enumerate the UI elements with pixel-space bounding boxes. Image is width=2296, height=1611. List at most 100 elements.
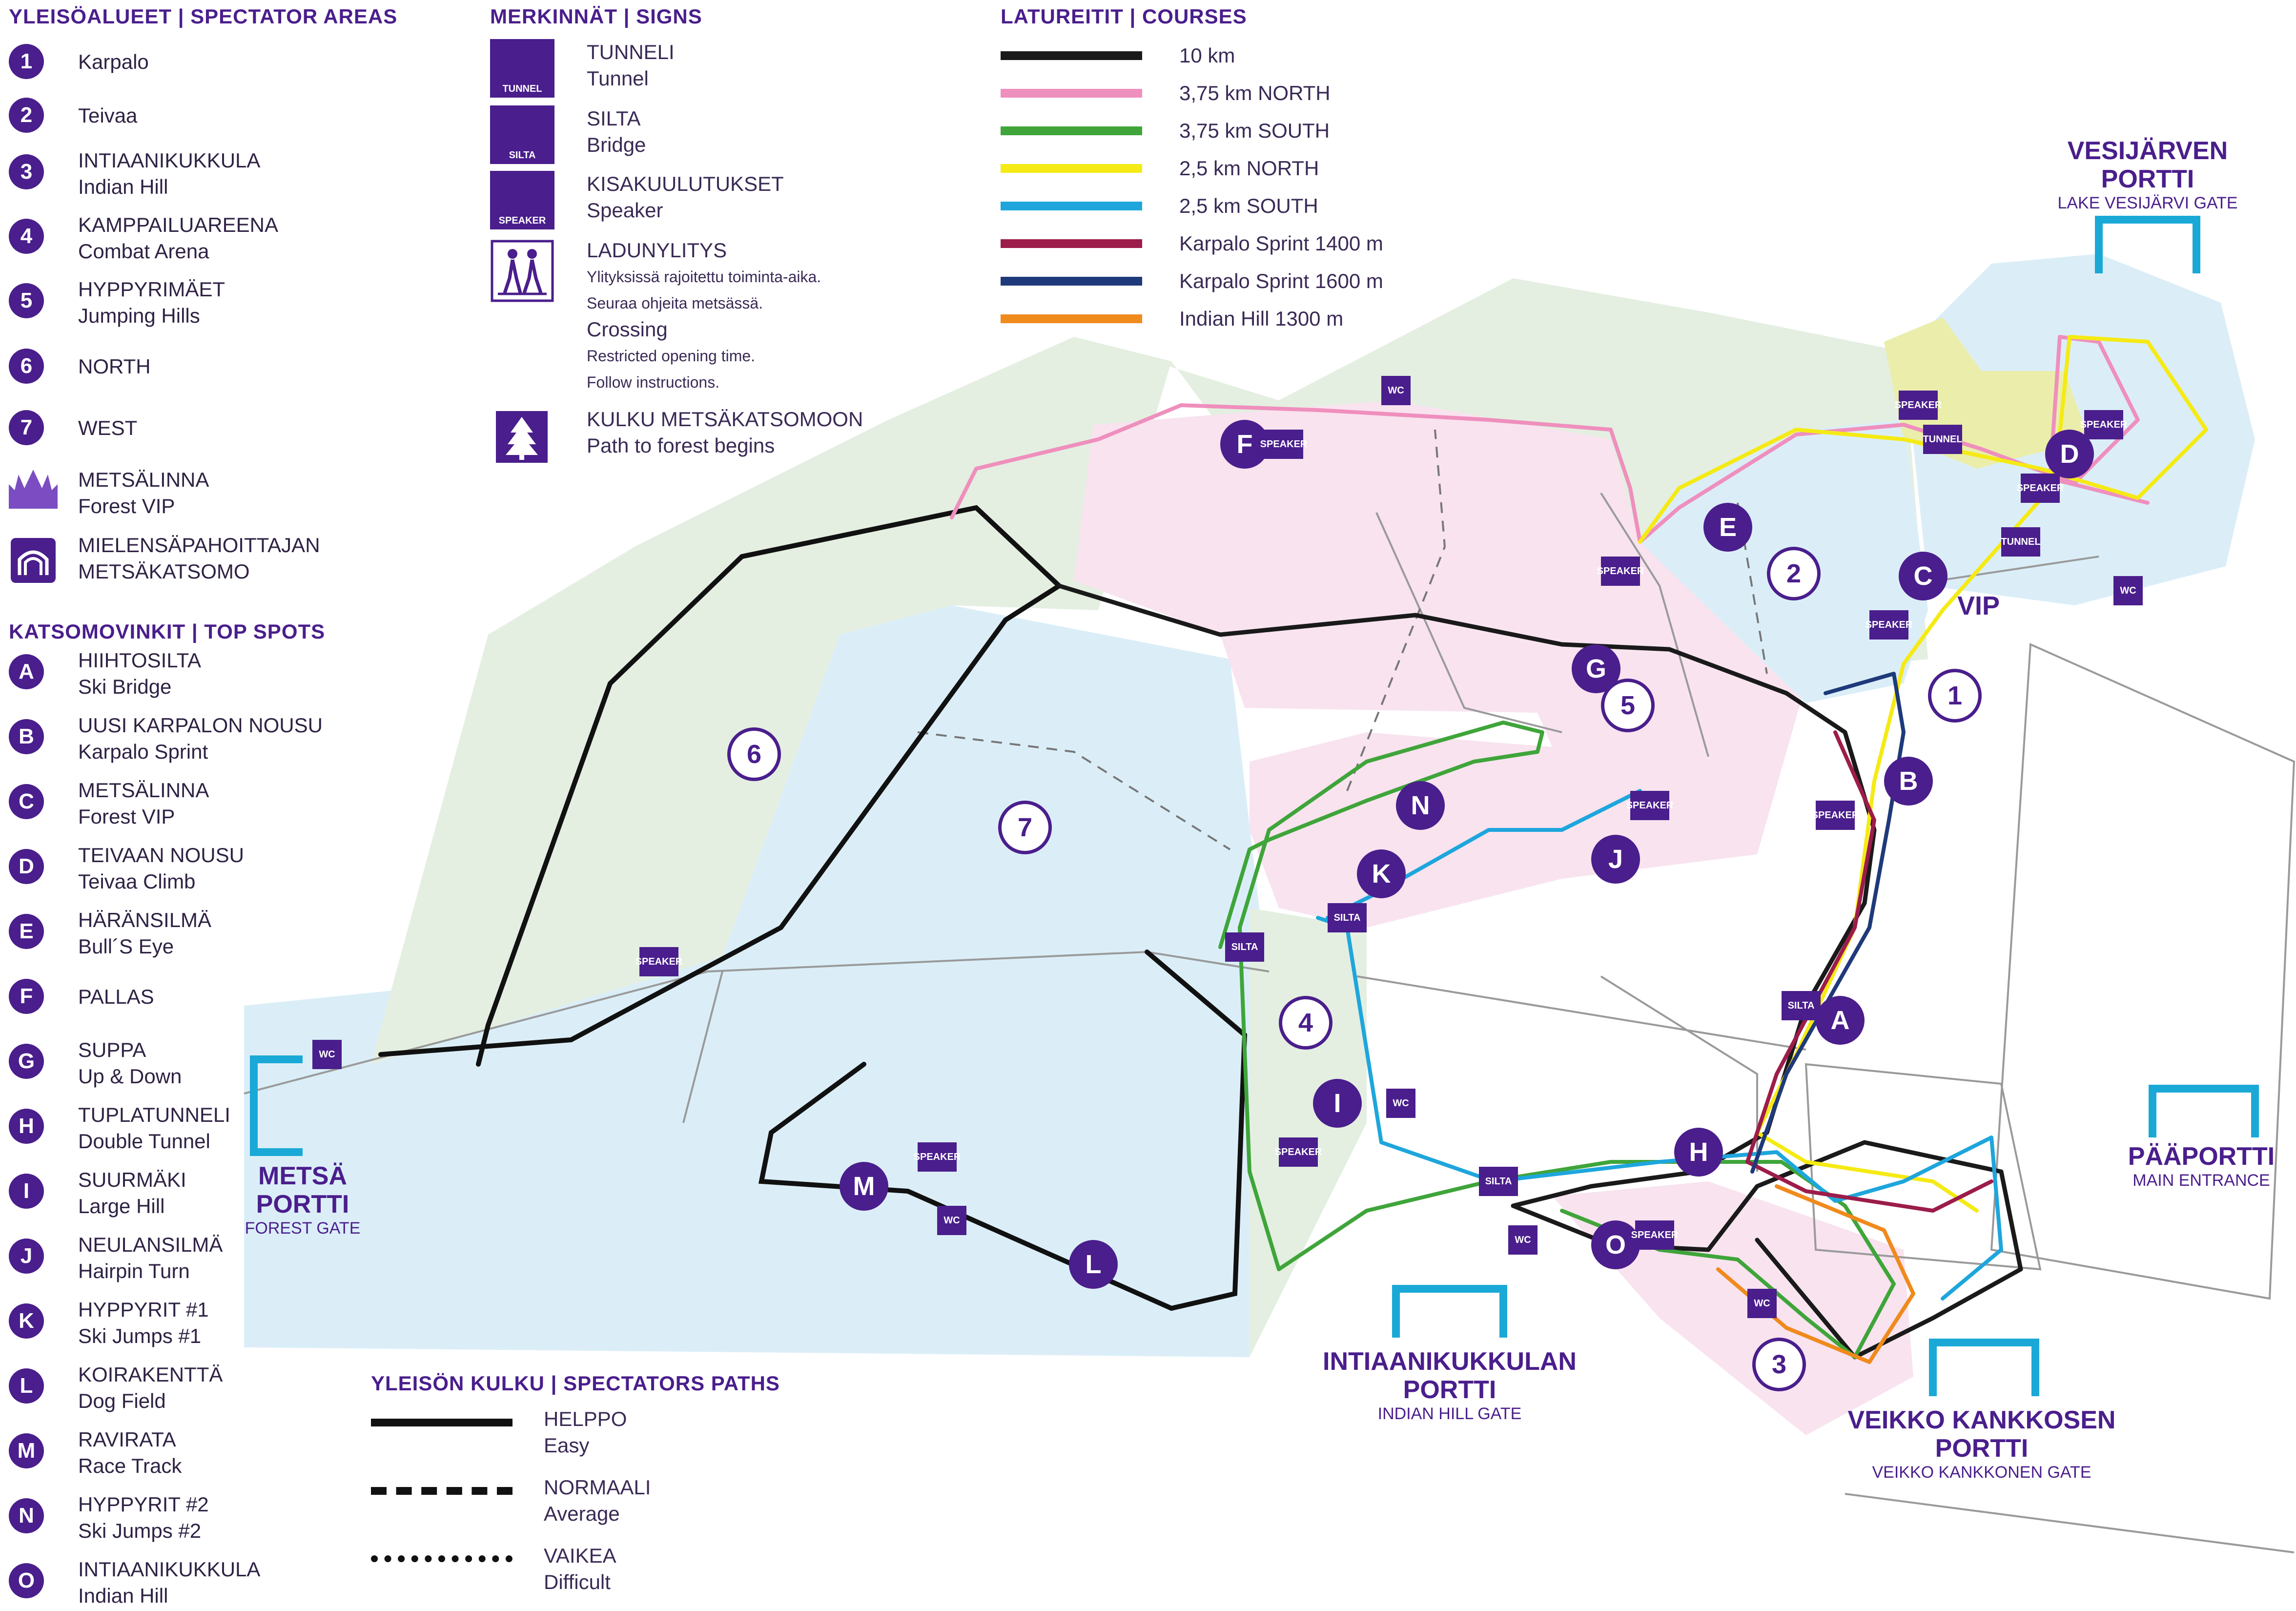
wc-icon: WC	[312, 1040, 342, 1069]
sign-forest-fi: KULKU METSÄKATSOMOON	[587, 408, 863, 431]
spot-label-en: Ski Jumps #1	[78, 1324, 202, 1347]
spot-label-en: Dog Field	[78, 1389, 166, 1412]
stadium-outline	[1804, 1063, 2042, 1271]
map-spot-g[interactable]: G	[1572, 644, 1620, 693]
vip-label: VIP	[1957, 591, 2000, 620]
spot-badge: D	[9, 849, 44, 884]
path-easy-line	[371, 1419, 512, 1426]
gate-lake-title2: PORTTI	[2101, 165, 2194, 193]
speaker-icon: SPEAKER	[914, 1142, 961, 1172]
speaker-icon: SPEAKER	[2017, 474, 2064, 503]
map-area-3[interactable]: 3	[1752, 1338, 1806, 1391]
signs-title: MERKINNÄT | SIGNS	[490, 5, 702, 28]
speaker-icon: SPEAKER	[2080, 410, 2127, 439]
map-spot-h[interactable]: H	[1674, 1128, 1723, 1177]
course-swatch	[1001, 164, 1142, 173]
map-spot-m[interactable]: M	[840, 1162, 888, 1211]
bridge-icon: SILTA	[1328, 903, 1367, 932]
area-label-en: Combat Arena	[78, 240, 209, 263]
tunnel-icon: TUNNEL	[1923, 425, 1963, 454]
infrastructure	[244, 492, 2296, 1553]
spot-label-en: Karpalo Sprint	[78, 740, 208, 763]
map-spot-a[interactable]: A	[1816, 996, 1865, 1045]
spot-label: TEIVAAN NOUSU	[78, 844, 244, 867]
course-swatch	[1001, 314, 1142, 323]
spot-badge: I	[9, 1174, 44, 1209]
viewing-stand-icon	[11, 538, 56, 583]
map-area-7[interactable]: 7	[998, 801, 1052, 854]
area-badge: 6	[9, 349, 44, 384]
course-swatch	[1001, 51, 1142, 60]
course-label: Karpalo Sprint 1600 m	[1179, 269, 1383, 292]
spectator-areas-title: YLEISÖALUEET | SPECTATOR AREAS	[9, 5, 398, 28]
spot-label-en: Bull´S Eye	[78, 935, 174, 958]
map-spot-d[interactable]: D	[2045, 430, 2094, 478]
gate-indian-title: INTIAANIKUKKULAN	[1323, 1347, 1577, 1376]
gate-veikko[interactable]: VEIKKO KANKKOSEN PORTTI VEIKKO KANKKONEN…	[1835, 1406, 2128, 1482]
gate-forest-title2: PORTTI	[256, 1190, 349, 1219]
bridge-icon: SILTA	[1782, 991, 1821, 1020]
sign-crossing: LADUNYLITYS Ylityksissä rajoitettu toimi…	[490, 239, 821, 395]
gate-lake[interactable]: VESIJÄRVEN PORTTI LAKE VESIJÄRVI GATE	[2035, 137, 2260, 213]
legend-area-6: 6 NORTH	[9, 349, 151, 384]
gate-indian-hill[interactable]: INTIAANIKUKKULAN PORTTI INDIAN HILL GATE	[1298, 1347, 1601, 1424]
spot-badge: H	[9, 1109, 44, 1144]
course-label: 2,5 km SOUTH	[1179, 194, 1318, 217]
gate-veikko-sub: VEIKKO KANKKONEN GATE	[1872, 1463, 2091, 1482]
spot-badge: C	[9, 784, 44, 819]
vip-label-en: Forest VIP	[78, 495, 175, 517]
map-spot-c[interactable]: C	[1899, 552, 1948, 600]
crossing-icon	[491, 240, 554, 302]
legend-course-row: Karpalo Sprint 1400 m	[1001, 232, 1383, 255]
map-spot-b[interactable]: B	[1884, 757, 1933, 806]
spot-label: KOIRAKENTTÄ	[78, 1363, 223, 1386]
map-area-2[interactable]: 2	[1767, 547, 1821, 600]
path-difficult-fi: VAIKEA	[544, 1544, 616, 1567]
area-label: Karpalo	[78, 50, 149, 73]
course-south-blue	[1316, 789, 2003, 1301]
map-area-1[interactable]: 1	[1928, 669, 1982, 723]
gate-veikko-title: VEIKKO KANKKOSEN	[1847, 1406, 2116, 1434]
spot-label: METSÄLINNA	[78, 779, 209, 802]
map-spot-n[interactable]: N	[1396, 781, 1445, 830]
spot-label: PALLAS	[78, 985, 154, 1008]
course-label: 10 km	[1179, 44, 1235, 67]
map-area-6[interactable]: 6	[727, 727, 781, 781]
speaker-icon: SPEAKER	[1866, 610, 1912, 640]
tunnel-icon: TUNNEL	[490, 39, 554, 98]
map-spot-j[interactable]: J	[1591, 835, 1640, 884]
zone-pink-center	[1074, 400, 1806, 928]
spot-label-en: Ski Bridge	[78, 675, 172, 698]
map-spot-f[interactable]: F	[1220, 420, 1269, 469]
wc-icon: WC	[1508, 1225, 1538, 1255]
map-spot-k[interactable]: K	[1357, 849, 1406, 898]
area-badge: 4	[9, 219, 44, 254]
spot-label-en: Indian Hill	[78, 1584, 168, 1607]
tree-icon	[496, 411, 548, 463]
gate-shape-forest	[250, 1055, 303, 1156]
map-spot-e[interactable]: E	[1703, 503, 1752, 552]
sign-tunnel-fi: TUNNELI	[587, 41, 675, 63]
building-outline	[1990, 643, 2296, 1300]
gate-veikko-title2: PORTTI	[1935, 1434, 2029, 1463]
sign-tunnel-en: Tunnel	[587, 67, 649, 90]
map-area-4[interactable]: 4	[1279, 996, 1332, 1050]
map-spot-o[interactable]: O	[1591, 1220, 1640, 1269]
gate-forest[interactable]: METSÄ PORTTI FOREST GATE	[239, 1162, 366, 1238]
castle-icon	[9, 470, 58, 509]
gate-main[interactable]: PÄÄPORTTI MAIN ENTRANCE	[2113, 1142, 2289, 1190]
spot-badge: M	[9, 1433, 44, 1468]
speaker-icon: SPEAKER	[1597, 557, 1644, 586]
map-spot-l[interactable]: L	[1069, 1240, 1118, 1289]
spot-label-en: Teivaa Climb	[78, 870, 196, 893]
legend-course-row: 2,5 km SOUTH	[1001, 194, 1318, 218]
area-badge: 3	[9, 154, 44, 189]
sign-crossing-en-note1: Restricted opening time.	[587, 347, 756, 365]
map-spot-i[interactable]: I	[1313, 1079, 1362, 1128]
